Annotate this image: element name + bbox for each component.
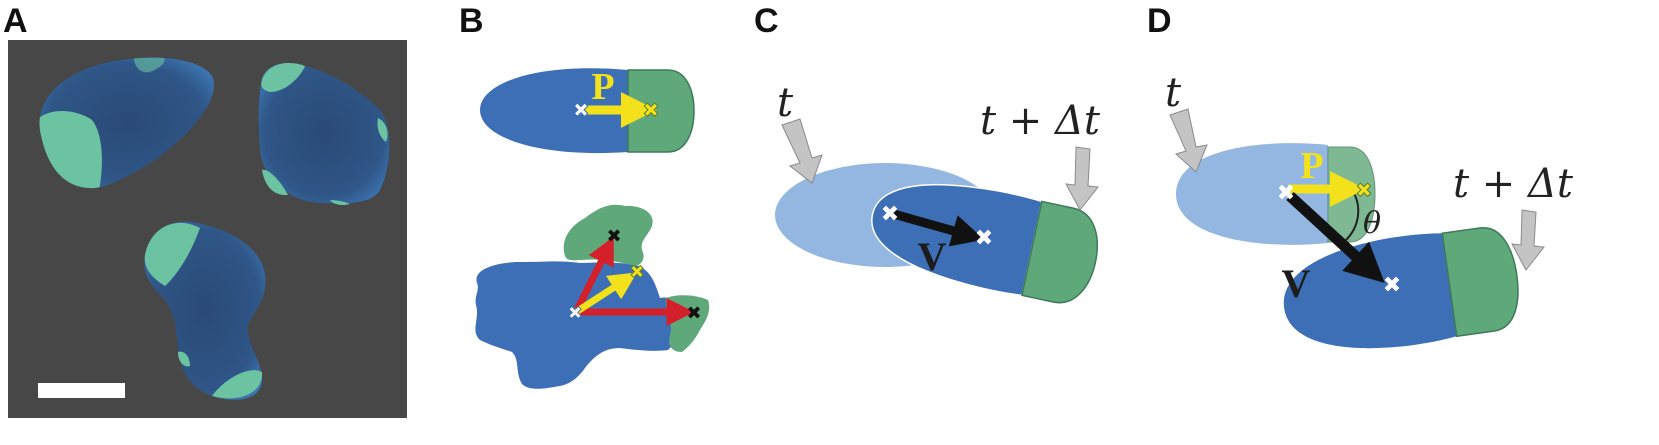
polarity-label: P <box>591 66 614 108</box>
front-marker: ✖ <box>1356 178 1373 202</box>
panel-b-letter: B <box>459 2 484 40</box>
front-center-marker: ✖ <box>643 98 660 122</box>
start-marker: ✖ <box>1277 181 1295 206</box>
time-label-t: t <box>777 80 794 126</box>
irregular-center-marker: ✖ <box>567 303 582 324</box>
time-arrow-t-plus-dt <box>1511 209 1545 271</box>
velocity-arrow <box>888 208 985 247</box>
time-next-label: t + Δt <box>1453 161 1574 207</box>
protrusion-top-marker: ✖ <box>606 226 621 247</box>
time-label-t: t <box>1165 70 1182 116</box>
irregular-cell: ✖ ✖ ✖ ✖ <box>475 204 710 389</box>
micrograph-cell-2 <box>258 62 390 205</box>
cell-rear <box>480 68 628 154</box>
time-arrow-t <box>781 118 823 184</box>
panel-c: C ✖ ✖ V t t + Δt <box>754 2 1101 304</box>
panel-a: A <box>3 2 407 418</box>
panel-c-letter: C <box>754 2 779 40</box>
angle-label: θ <box>1363 206 1381 241</box>
panel-d-letter: D <box>1147 2 1172 40</box>
idealized-cell: ✖ ✖ P <box>480 66 695 154</box>
end-marker: ✖ <box>1383 273 1401 298</box>
irregular-front-top <box>563 204 653 266</box>
panel-b: B ✖ ✖ P ✖ ✖ ✖ ✖ <box>459 2 710 389</box>
velocity-label: V <box>1282 261 1311 306</box>
end-marker: ✖ <box>975 226 993 251</box>
scale-bar <box>38 383 125 398</box>
time-arrow-t-plus-dt <box>1065 146 1099 211</box>
velocity-label: V <box>918 234 947 279</box>
protrusion-arrow-top <box>572 236 614 314</box>
net-polarity-marker: ✖ <box>629 262 644 283</box>
polarity-label: P <box>1300 145 1323 187</box>
cell-front <box>627 69 695 153</box>
start-marker: ✖ <box>881 202 899 227</box>
net-polarity-arrow <box>574 272 638 315</box>
irregular-cell-body <box>475 261 685 389</box>
time-next-label: t + Δt <box>980 98 1101 144</box>
cell-current-position <box>1284 227 1519 349</box>
cell-previous-position <box>1176 143 1376 245</box>
velocity-arrow <box>1286 191 1385 284</box>
micrograph-cell-3 <box>144 221 266 400</box>
time-arrow-t <box>1169 108 1208 173</box>
panel-a-letter: A <box>3 2 28 40</box>
protrusion-right-marker: ✖ <box>686 303 701 324</box>
cell-center-marker: ✖ <box>573 98 590 122</box>
panel-d: D θ P V ✖ ✖ ✖ t t + Δt <box>1147 2 1574 349</box>
